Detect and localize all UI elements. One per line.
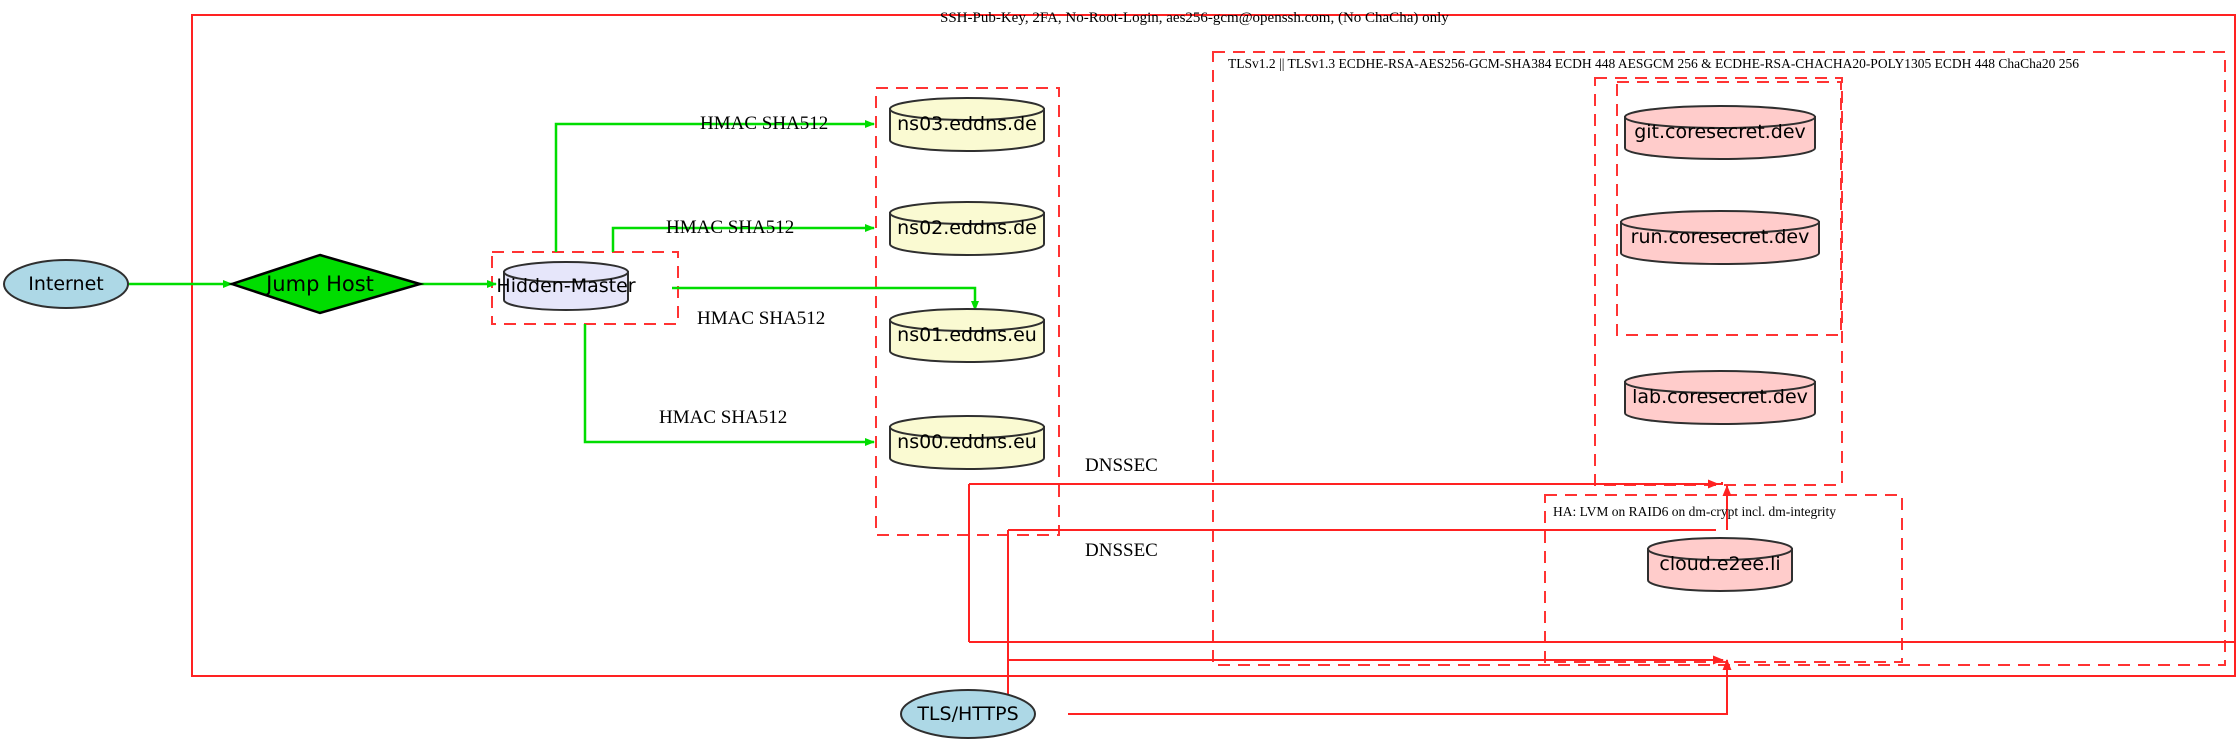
node-run-shape [1620,210,1820,265]
node-ns00-shape [889,415,1045,470]
node-cloud-shape [1647,537,1793,592]
boundary-ssh-outer [191,14,2236,677]
node-jumphost-shape [228,253,425,315]
boundary-tls-zone [1212,51,2226,666]
boundary-tls-zone-label: TLSv1.2 || TLSv1.3 ECDHE-RSA-AES256-GCM-… [1228,56,2079,71]
edge-label-dnssec-lower: DNSSEC [1085,540,1158,561]
node-hidden-master-shape [503,261,629,311]
edge-master-to-ns00 [583,324,875,446]
boundary-ha-zone-label: HA: LVM on RAID6 on dm-crypt incl. dm-in… [1553,504,1836,519]
node-internet-shape [3,259,129,309]
edge-tlshttps-to-ha [1068,659,1732,715]
node-git-shape [1624,105,1816,160]
boundary-dns-zone [875,87,1060,536]
edge-label-hmac-ns00: HMAC SHA512 [659,407,788,428]
edge-label-hmac-ns02: HMAC SHA512 [666,217,795,238]
edge-master-to-ns01 [672,286,979,311]
node-ns03-shape [889,97,1045,152]
node-lab-shape [1624,370,1816,425]
node-tlshttps-shape [900,689,1036,739]
node-ns01-shape [889,308,1045,363]
edge-label-hmac-ns01: HMAC SHA512 [697,308,826,329]
edge-label-dnssec-upper: DNSSEC [1085,455,1158,476]
boundary-ssh-outer-label: SSH-Pub-Key, 2FA, No-Root-Login, aes256-… [940,10,1449,26]
boundary-coresecret-zone [1616,81,1842,336]
node-ns02-shape [889,201,1045,256]
edge-label-hmac-ns03: HMAC SHA512 [700,113,829,134]
edge-master-to-ns03 [554,120,875,252]
edge-master-to-ns02 [611,224,875,252]
